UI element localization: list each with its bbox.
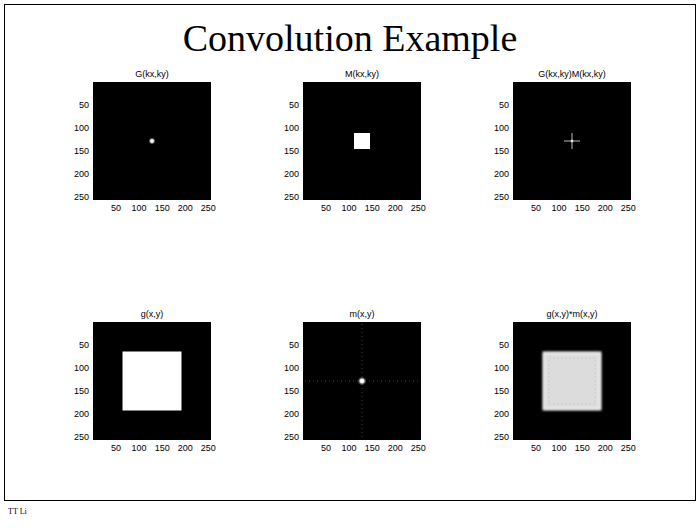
axis-tick: 50 xyxy=(79,340,89,350)
axis-tick: 200 xyxy=(178,203,193,213)
axis-tick: 250 xyxy=(411,203,426,213)
axis-tick: 100 xyxy=(132,443,147,453)
panel-title: G(kx,ky) xyxy=(93,69,211,80)
axis-tick: 50 xyxy=(321,443,331,453)
axis-tick: 100 xyxy=(74,123,89,133)
product-image xyxy=(513,82,631,200)
axis-tick: 100 xyxy=(494,363,509,373)
panel-heading: M(kx,ky) xyxy=(303,69,421,80)
axis-tick: 200 xyxy=(598,443,613,453)
axis-tick: 150 xyxy=(74,146,89,156)
axis-tick: 200 xyxy=(178,443,193,453)
axis-tick: 200 xyxy=(74,169,89,179)
axis-tick: 250 xyxy=(621,203,636,213)
panel-title: g(x,y)*m(x,y) xyxy=(513,309,631,320)
axis-tick: 50 xyxy=(531,203,541,213)
axis-tick: 50 xyxy=(111,203,121,213)
axis-tick: 200 xyxy=(284,409,299,419)
axis-tick: 200 xyxy=(388,203,403,213)
axis-tick: 150 xyxy=(494,386,509,396)
axis-tick: 100 xyxy=(494,123,509,133)
axis-tick: 150 xyxy=(284,146,299,156)
axis-tick: 250 xyxy=(621,443,636,453)
axis-tick: 50 xyxy=(499,100,509,110)
axis-tick: 150 xyxy=(575,203,590,213)
object-image xyxy=(93,322,211,440)
panel-heading: m(x,y) xyxy=(303,309,421,320)
panel-heading: G(kx,ky)M(kx,ky) xyxy=(513,69,631,80)
axis-tick: 150 xyxy=(365,443,380,453)
axis-tick: 200 xyxy=(494,169,509,179)
axis-tick: 150 xyxy=(494,146,509,156)
panel-title: m(x,y) xyxy=(303,309,421,320)
panel-title: g(x,y) xyxy=(93,309,211,320)
axis-tick: 200 xyxy=(284,169,299,179)
axis-tick: 250 xyxy=(201,203,216,213)
axis-tick: 150 xyxy=(155,203,170,213)
axis-tick: 250 xyxy=(494,432,509,442)
axis-tick: 50 xyxy=(499,340,509,350)
axis-tick: 200 xyxy=(494,409,509,419)
axis-tick: 200 xyxy=(74,409,89,419)
axis-tick: 250 xyxy=(494,192,509,202)
panel-heading: g(x,y) xyxy=(93,309,211,320)
panel-title: M(kx,ky) xyxy=(303,69,421,80)
axis-tick: 50 xyxy=(289,340,299,350)
axis-tick: 250 xyxy=(411,443,426,453)
slide-frame xyxy=(5,5,696,501)
axis-tick: 200 xyxy=(388,443,403,453)
spectrum-image xyxy=(93,82,211,200)
kernel-image xyxy=(303,322,421,440)
axis-tick: 250 xyxy=(284,192,299,202)
panel-heading: G(kx,ky) xyxy=(93,69,211,80)
axis-tick: 150 xyxy=(155,443,170,453)
author-note: TT Li xyxy=(8,507,27,516)
axis-tick: 100 xyxy=(132,203,147,213)
slide-title: Convolution Example xyxy=(0,16,700,60)
axis-tick: 100 xyxy=(74,363,89,373)
axis-tick: 250 xyxy=(201,443,216,453)
axis-tick: 150 xyxy=(74,386,89,396)
axis-tick: 100 xyxy=(342,203,357,213)
axis-tick: 100 xyxy=(552,203,567,213)
axis-tick: 50 xyxy=(111,443,121,453)
axis-tick: 50 xyxy=(289,100,299,110)
axis-tick: 50 xyxy=(531,443,541,453)
axis-tick: 250 xyxy=(74,432,89,442)
axis-tick: 100 xyxy=(342,443,357,453)
axis-tick: 200 xyxy=(598,203,613,213)
axis-tick: 250 xyxy=(74,192,89,202)
axis-tick: 250 xyxy=(284,432,299,442)
axis-tick: 150 xyxy=(575,443,590,453)
axis-tick: 150 xyxy=(284,386,299,396)
axis-tick: 150 xyxy=(365,203,380,213)
panel-heading: g(x,y)*m(x,y) xyxy=(513,309,631,320)
axis-tick: 100 xyxy=(552,443,567,453)
result-image xyxy=(513,322,631,440)
axis-tick: 50 xyxy=(321,203,331,213)
axis-tick: 100 xyxy=(284,363,299,373)
axis-tick: 50 xyxy=(79,100,89,110)
panel-title: G(kx,ky)M(kx,ky) xyxy=(513,69,631,80)
axis-tick: 100 xyxy=(284,123,299,133)
mask-image xyxy=(303,82,421,200)
